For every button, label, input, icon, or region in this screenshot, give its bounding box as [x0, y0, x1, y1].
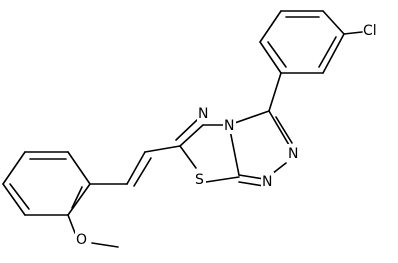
bond [9, 183, 30, 210]
bond [2, 151, 26, 185]
atom-label-o: O [76, 232, 87, 248]
bond [343, 31, 363, 35]
atom-label-s: S [195, 172, 204, 188]
atom-label-n: N [198, 106, 208, 122]
bond [175, 119, 198, 141]
bond-lines [2, 10, 363, 248]
bond [259, 10, 282, 43]
bond [238, 181, 265, 187]
bond [268, 72, 282, 112]
bond [2, 183, 26, 216]
bond [179, 124, 204, 147]
bond [133, 157, 152, 187]
bond [267, 41, 287, 68]
bond [91, 242, 119, 248]
atom-label-n: N [288, 146, 298, 162]
atom-label-n: N [224, 118, 234, 134]
bond [126, 151, 146, 185]
bond [179, 145, 197, 169]
bond [144, 145, 181, 153]
bond [67, 183, 91, 216]
bond [238, 174, 265, 180]
bond [71, 186, 83, 209]
atom-label-cl: Cl [363, 23, 377, 39]
bond [205, 176, 240, 183]
atom-label-n: N [262, 174, 272, 190]
atom-labels: Cl N N N N S O [75, 20, 385, 248]
bond [318, 36, 337, 68]
bond [322, 33, 345, 74]
bond [268, 110, 290, 146]
bond [67, 214, 76, 234]
bond [67, 151, 91, 185]
bond [322, 10, 345, 35]
bond [275, 116, 293, 144]
bond [259, 41, 282, 74]
